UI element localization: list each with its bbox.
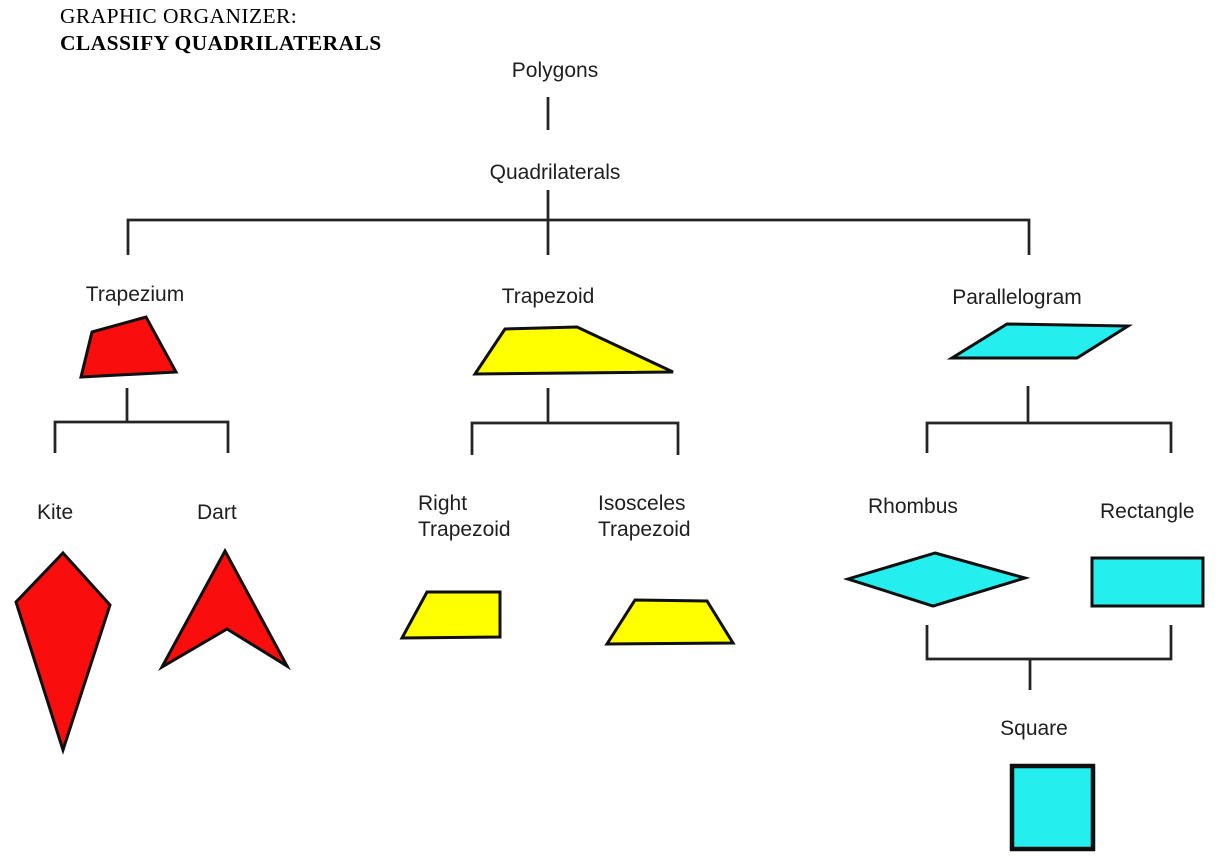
rectangle-shape [1090,556,1205,608]
isosceles-trapezoid-shape [604,598,736,646]
node-label-polygons: Polygons [511,59,599,82]
parallelogram-shape [946,322,1134,360]
parallelogram-bracket [925,386,1173,453]
level1-bracket [126,190,1031,255]
node-label-quadrilaterals: Quadrilaterals [489,161,621,184]
rhombus-shape [842,551,1031,608]
trapezium-bracket [53,388,230,453]
document-title: GRAPHIC ORGANIZER: CLASSIFY QUADRILATERA… [60,3,382,57]
kite-shape [14,550,112,755]
connector-lines [53,97,1173,690]
trapezoid-bracket [470,388,680,455]
node-label-parallelogram: Parallelogram [952,286,1082,309]
node-label-kite: Kite [37,501,74,524]
trapezoid-shape [472,325,674,376]
node-label-trapezium: Trapezium [85,283,185,306]
trapezium-shape [79,315,179,379]
node-label-isosceles-trapezoid: Isosceles Trapezoid [598,492,691,541]
node-label-right-trapezoid: Right Trapezoid [418,492,511,541]
node-label-square: Square [1000,717,1068,740]
title-line-2: CLASSIFY QUADRILATERALS [60,31,382,55]
square-shape [1009,763,1096,852]
node-label-trapezoid: Trapezoid [501,285,595,308]
node-label-rectangle: Rectangle [1100,500,1195,523]
node-label-rhombus: Rhombus [868,495,958,518]
node-label-dart: Dart [197,501,237,524]
right-trapezoid-shape [399,590,502,640]
dart-shape [158,547,291,672]
shape-examples [14,315,1205,852]
square-merge-bracket [925,625,1173,690]
title-line-1: GRAPHIC ORGANIZER: [60,4,298,28]
